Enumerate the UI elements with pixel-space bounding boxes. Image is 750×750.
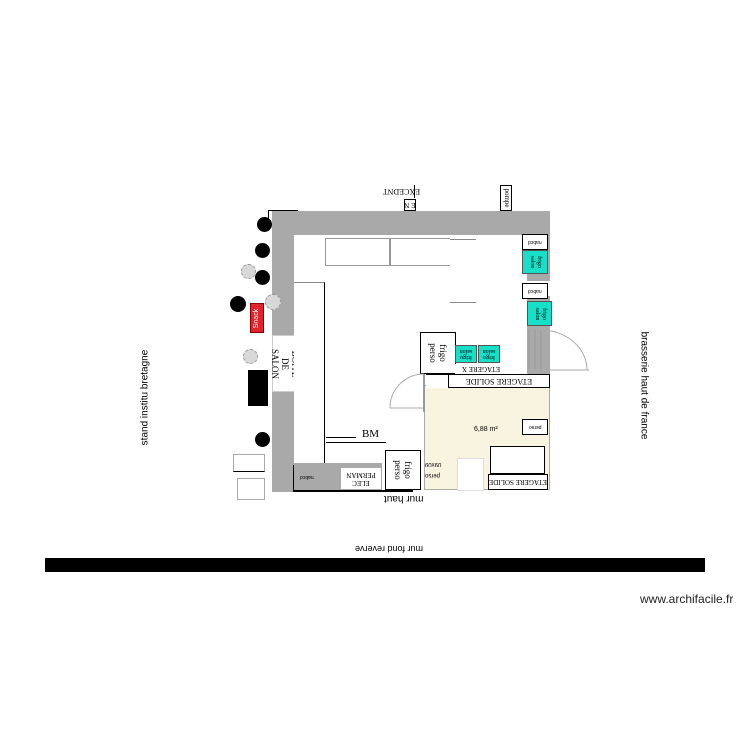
right-neighbor-label: brasserie haut de france [638,331,650,440]
bottom-right-cabinet [490,446,545,474]
small-box-a [233,454,265,472]
watermark[interactable]: www.archifacile.fr [640,592,734,606]
etagere-side-box [426,374,448,388]
left-bracket-line [268,210,269,225]
mur-haut-label: mur haut [384,493,424,504]
small-box-b [237,478,265,500]
black-circle-1 [257,217,272,232]
left-neighbor-label: stand institu bretagne [139,349,151,446]
back-wall-label: mur fond reverve [355,544,424,554]
etagere-x: ETAGERE X [455,364,507,374]
bm-label: BM [357,426,384,441]
frigo-perso-1: frigo perso [385,450,421,490]
small-label-box-3: perso [522,419,548,435]
bottom-wall-line [293,490,413,492]
back-wall [45,558,705,572]
surface-label: 6,88 m² [474,426,498,433]
sign-en: E N [404,199,416,211]
black-circle-4 [230,296,246,312]
door-left[interactable] [386,372,428,412]
small-label-box-2: nabcd [522,283,548,299]
frigo-salon-2: frigo salon [527,301,552,326]
small-label-box-1: nabcd [522,234,548,250]
gray-circle-2 [265,294,281,310]
etagere-solide-1: ETAGERE SOLIDE [448,374,550,388]
left-bracket-top [268,210,298,211]
frigo-salon-3: frigo salon [455,345,477,363]
wall-top [272,211,550,235]
black-block [248,370,268,406]
door-right[interactable] [527,330,591,378]
black-circle-5 [255,432,270,447]
frigo-perso-2: frigo perso [420,332,456,374]
etagere-solide-2: ETAGERE SOLIDE [488,474,548,490]
boite-salon: BOITE DE SALON [270,335,300,392]
counter-line-d [326,437,356,438]
gray-circle-3 [243,349,258,364]
counter-1 [325,238,390,266]
snack-box: Snack [250,303,264,333]
black-circle-2 [255,243,270,258]
gray-circle-1 [241,264,256,279]
bottom-left-box: nabcd [293,465,338,490]
pompe-label: pompe [503,188,511,208]
sign-excedent: EXCEDNT [382,185,421,198]
counter-line-a [450,239,476,240]
bottom-white-box [457,458,484,491]
counter-2 [390,238,450,266]
pompe-box: pompe [500,185,512,211]
counter-line-b [450,302,476,303]
elec-perman: ELEC PERMAN [340,467,382,490]
black-circle-3 [255,270,270,285]
bottom-mid-box: 09x09 perso [425,461,442,478]
counter-line-c [326,442,386,443]
long-counter [294,282,325,463]
frigo-salon-1: frigo salon [522,250,548,274]
frigo-salon-4: frigo salon [478,345,500,363]
